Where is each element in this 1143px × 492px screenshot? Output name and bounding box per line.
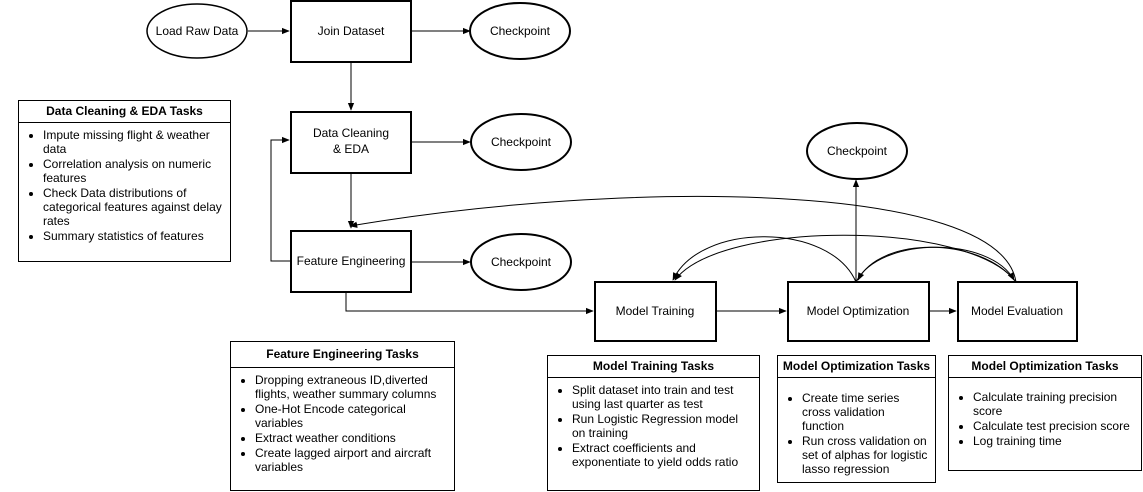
node-model-evaluation: Model Evaluation — [957, 281, 1078, 342]
list-item: Split dataset into train and test using … — [572, 383, 753, 411]
panel-data-cleaning-tasks: Data Cleaning & EDA Tasks Impute missing… — [18, 100, 231, 262]
list-item: Calculate training precision score — [973, 390, 1135, 418]
list-item: Create time series cross validation func… — [802, 391, 929, 433]
list-item: Create lagged airport and aircraft varia… — [255, 446, 448, 474]
node-checkpoint-4: Checkpoint — [806, 122, 908, 180]
node-checkpoint-2: Checkpoint — [470, 113, 572, 171]
list-item: Correlation analysis on numeric features — [43, 157, 224, 185]
node-load-raw-data-label: Load Raw Data — [156, 24, 239, 38]
node-checkpoint-1-label: Checkpoint — [490, 24, 551, 38]
panel-feature-engineering-tasks: Feature Engineering Tasks Dropping extra… — [230, 341, 455, 491]
list-item: Impute missing flight & weather data — [43, 128, 224, 156]
node-model-optimization-label: Model Optimization — [807, 304, 910, 318]
node-feature-engineering-label: Feature Engineering — [297, 254, 406, 268]
list-item: Check Data distributions of categorical … — [43, 186, 224, 228]
panel-model-evaluation-list: Calculate training precision score Calcu… — [949, 378, 1141, 448]
edge-evaluation-to-features — [349, 195, 1017, 283]
node-join-dataset: Join Dataset — [290, 0, 412, 63]
node-checkpoint-1: Checkpoint — [469, 2, 571, 60]
edge-optimization-to-evaluation-curve — [855, 246, 1015, 283]
panel-data-cleaning-title: Data Cleaning & EDA Tasks — [19, 101, 230, 123]
node-join-dataset-label: Join Dataset — [318, 24, 385, 38]
list-item: Calculate test precision score — [973, 419, 1135, 433]
node-data-cleaning: Data Cleaning & EDA — [290, 111, 412, 174]
panel-model-training-tasks: Model Training Tasks Split dataset into … — [547, 355, 760, 491]
node-checkpoint-2-label: Checkpoint — [491, 135, 552, 149]
node-data-cleaning-label-2: & EDA — [333, 142, 369, 156]
node-model-optimization: Model Optimization — [787, 281, 930, 342]
edge-optimization-to-training — [672, 236, 857, 283]
panel-model-evaluation-tasks: Model Optimization Tasks Calculate train… — [948, 355, 1142, 471]
list-item: Run cross validation on set of alphas fo… — [802, 434, 929, 476]
list-item: Log training time — [973, 434, 1135, 448]
node-load-raw-data: Load Raw Data — [146, 3, 248, 59]
node-checkpoint-3-label: Checkpoint — [491, 255, 552, 269]
panel-model-evaluation-title: Model Optimization Tasks — [949, 356, 1141, 378]
list-item: Extract coefficients and exponentiate to… — [572, 441, 753, 469]
node-data-cleaning-label-1: Data Cleaning — [313, 126, 389, 140]
node-model-training-label: Model Training — [616, 304, 695, 318]
panel-feature-engineering-list: Dropping extraneous ID,diverted flights,… — [231, 368, 454, 474]
edge-evaluation-to-optimization — [857, 246, 1017, 283]
panel-model-optimization-title: Model Optimization Tasks — [778, 356, 935, 378]
list-item: One-Hot Encode categorical variables — [255, 402, 448, 430]
list-item: Extract weather conditions — [255, 431, 448, 445]
edge-features-to-training — [345, 293, 594, 315]
node-model-evaluation-label: Model Evaluation — [971, 304, 1063, 318]
list-item: Run Logistic Regression model on trainin… — [572, 412, 753, 440]
panel-model-optimization-tasks: Model Optimization Tasks Create time ser… — [777, 355, 936, 483]
node-checkpoint-3: Checkpoint — [470, 233, 572, 291]
list-item: Dropping extraneous ID,diverted flights,… — [255, 373, 448, 401]
panel-model-training-title: Model Training Tasks — [548, 356, 759, 378]
panel-model-optimization-list: Create time series cross validation func… — [778, 378, 935, 476]
edge-evaluation-to-training — [674, 234, 1017, 283]
node-feature-engineering: Feature Engineering — [290, 230, 412, 293]
panel-feature-engineering-title: Feature Engineering Tasks — [231, 342, 454, 368]
node-model-training: Model Training — [594, 281, 717, 342]
list-item: Summary statistics of features — [43, 229, 224, 243]
node-checkpoint-4-label: Checkpoint — [827, 144, 888, 158]
edge-features-loop-to-cleaning — [270, 136, 291, 262]
panel-data-cleaning-list: Impute missing flight & weather data Cor… — [19, 123, 230, 243]
panel-model-training-list: Split dataset into train and test using … — [548, 378, 759, 469]
